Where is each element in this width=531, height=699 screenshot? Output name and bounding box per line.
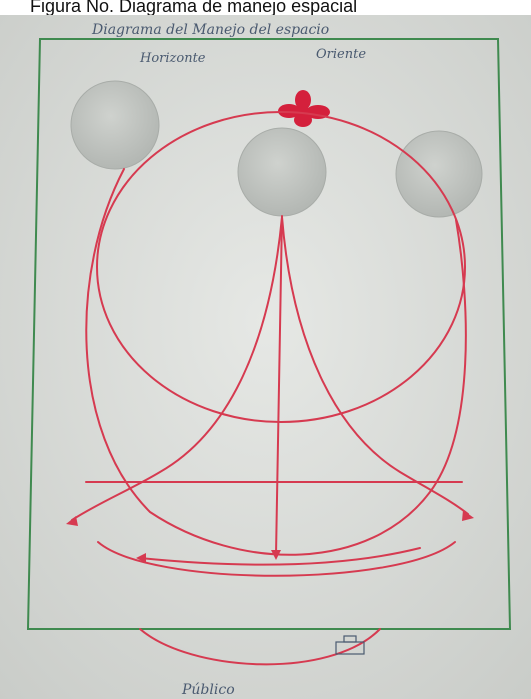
disc-center [238,128,326,216]
sheet-title: Diagrama del Manejo del espacio [91,22,329,38]
disc-right [396,131,482,217]
diagram-photo: Diagrama del Manejo del espacio Horizont… [0,12,531,699]
disc-left [71,81,159,169]
label-publico: Público [181,682,235,698]
diagram-canvas: Diagrama del Manejo del espacio Horizont… [0,12,531,699]
label-horizonte: Horizonte [139,51,206,66]
figure-caption: Figura No. Diagrama de manejo espacial [0,0,531,15]
label-oriente: Oriente [316,47,366,62]
